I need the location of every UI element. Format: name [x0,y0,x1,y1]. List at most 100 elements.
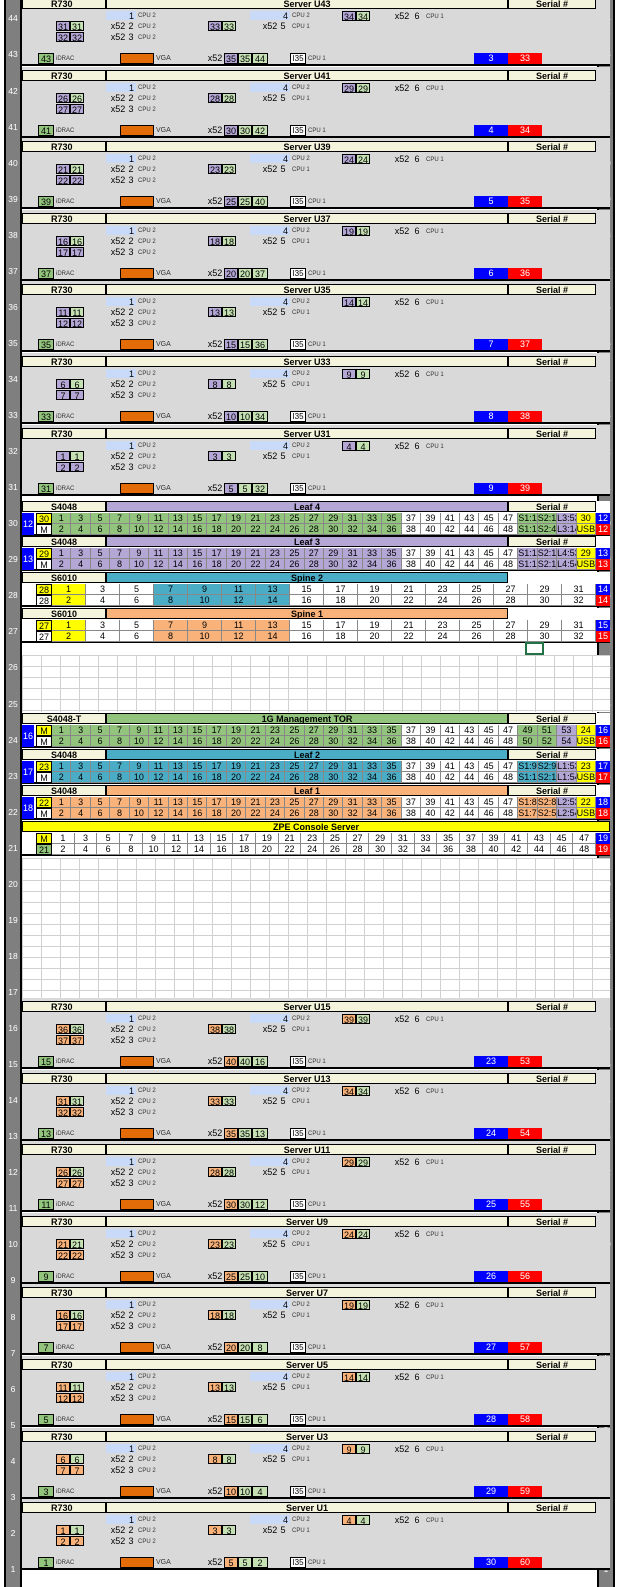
switch-port-bottom[interactable]: 10 [188,595,222,606]
switch-port-top[interactable]: 29 [324,797,344,808]
switch-port-top[interactable]: 33 [414,833,438,844]
switch-port-top[interactable]: S2:8 [537,797,558,808]
switch-port-bottom[interactable]: 40 [421,736,441,747]
switch-port-bottom[interactable]: USB [576,559,596,570]
switch-port-top[interactable]: 43 [460,548,480,559]
switch-port-bottom[interactable]: 18 [207,736,227,747]
switch-port-top[interactable]: 17 [324,584,358,595]
switch-port-top[interactable]: 47 [498,797,519,808]
switch-port-top[interactable]: 37 [460,833,483,844]
switch-port-top[interactable]: 43 [460,725,480,736]
switch-port-bottom[interactable]: 18 [324,631,358,642]
switch-port-top[interactable]: 15 [188,513,208,524]
switch-port-bottom[interactable]: 14 [168,772,188,783]
switch-port-top[interactable]: 43 [528,833,551,844]
switch-port-top[interactable]: 45 [479,797,499,808]
switch-port-bottom[interactable]: 42 [440,559,460,570]
switch-port-bottom[interactable]: 12 [149,772,169,783]
switch-port-bottom[interactable]: 48 [498,736,519,747]
switch-port-bottom[interactable]: 24 [265,524,286,535]
switch-port-top[interactable]: 35 [382,761,402,772]
switch-port-top[interactable]: 47 [498,725,519,736]
switch-port-top[interactable]: 1 [52,725,72,736]
switch-port-top[interactable]: 17 [207,513,227,524]
switch-port-bottom[interactable]: 28 [304,524,324,535]
switch-port-bottom[interactable]: 26 [285,524,305,535]
switch-port-top[interactable]: 41 [440,797,460,808]
switch-port-bottom[interactable]: 16 [210,844,234,855]
switch-port-bottom[interactable]: 14 [256,631,290,642]
switch-port-bottom[interactable]: 2 [52,524,72,535]
switch-port-top[interactable]: 7 [120,833,143,844]
switch-port-bottom[interactable]: 20 [256,844,279,855]
switch-port-top[interactable]: 27 [494,584,528,595]
switch-port-bottom[interactable]: 48 [498,808,519,819]
switch-port-bottom[interactable]: S2:48 [537,524,558,535]
switch-port-bottom[interactable]: 32 [343,736,363,747]
switch-port-bottom[interactable]: 6 [97,844,120,855]
switch-port-bottom[interactable]: 42 [440,524,460,535]
switch-port-top[interactable]: 3 [74,833,98,844]
switch-port-top[interactable]: 19 [226,797,247,808]
switch-port-bottom[interactable]: USB [576,772,596,783]
switch-port-bottom[interactable]: 38 [401,808,422,819]
switch-port-top[interactable]: 19 [226,548,247,559]
switch-port-bottom[interactable]: 36 [382,559,402,570]
switch-port-bottom[interactable]: 14 [168,808,188,819]
switch-port-bottom[interactable]: 42 [440,808,460,819]
switch-port-bottom[interactable]: 12 [149,559,169,570]
switch-port-top[interactable]: 19 [256,833,279,844]
switch-port-bottom[interactable]: 16 [188,808,208,819]
switch-port-bottom[interactable]: 12 [165,844,188,855]
switch-port-top[interactable]: 3 [71,761,91,772]
switch-port-bottom[interactable]: 6 [120,595,154,606]
switch-port-bottom[interactable]: 16 [188,524,208,535]
switch-port-top[interactable]: S1:11 [518,548,538,559]
switch-port-bottom[interactable]: 22 [392,631,426,642]
switch-port-bottom[interactable]: 46 [479,524,499,535]
switch-port-bottom[interactable]: S2:12 [537,559,558,570]
switch-port-top[interactable]: 5 [97,833,120,844]
switch-port-top[interactable]: 21 [246,513,266,524]
switch-port-top[interactable]: 17 [207,548,227,559]
switch-port-bottom[interactable]: 52 [537,736,558,747]
switch-port-top[interactable]: 33 [362,513,383,524]
switch-port-top[interactable]: 31 [562,584,596,595]
switch-port-bottom[interactable]: 30 [324,808,344,819]
switch-port-bottom[interactable]: 24 [301,844,324,855]
switch-port-top[interactable]: 21 [392,620,426,631]
switch-port-bottom[interactable]: 12 [149,524,169,535]
switch-port-bottom[interactable]: 4 [86,631,120,642]
switch-port-top[interactable]: 31 [343,797,363,808]
switch-port-bottom[interactable]: 20 [226,772,247,783]
switch-port-bottom[interactable]: 22 [246,808,266,819]
switch-port-top[interactable]: 47 [498,548,519,559]
switch-port-top[interactable]: 1 [52,620,86,631]
switch-port-top[interactable]: 9 [129,513,150,524]
switch-port-bottom[interactable]: 8 [110,524,130,535]
switch-port-bottom[interactable]: 8 [154,595,188,606]
switch-port-bottom[interactable]: 40 [421,559,441,570]
switch-port-top[interactable]: 23 [265,725,286,736]
switch-port-top[interactable]: 17 [207,761,227,772]
switch-port-bottom[interactable]: 6 [120,631,154,642]
switch-port-bottom[interactable]: 26 [285,736,305,747]
switch-port-bottom[interactable]: 14 [168,559,188,570]
switch-port-bottom[interactable]: 16 [188,772,208,783]
switch-port-bottom[interactable]: 14 [256,595,290,606]
switch-port-top[interactable]: 11 [149,761,169,772]
switch-port-top[interactable]: 41 [440,725,460,736]
switch-port-top[interactable]: 24 [576,725,596,736]
switch-port-bottom[interactable]: 8 [120,844,143,855]
switch-port-top[interactable]: 5 [120,620,154,631]
switch-port-top[interactable]: 31 [343,513,363,524]
switch-port-top[interactable]: 39 [421,513,441,524]
switch-port-top[interactable]: 1 [52,584,86,595]
switch-port-bottom[interactable]: 30 [528,631,562,642]
switch-port-bottom[interactable]: USB [576,524,596,535]
switch-port-top[interactable]: 9 [129,761,150,772]
switch-port-bottom[interactable]: S2:10 [537,772,558,783]
switch-port-bottom[interactable]: 22 [392,595,426,606]
switch-port-top[interactable]: 29 [369,833,392,844]
switch-port-top[interactable]: 37 [401,513,422,524]
